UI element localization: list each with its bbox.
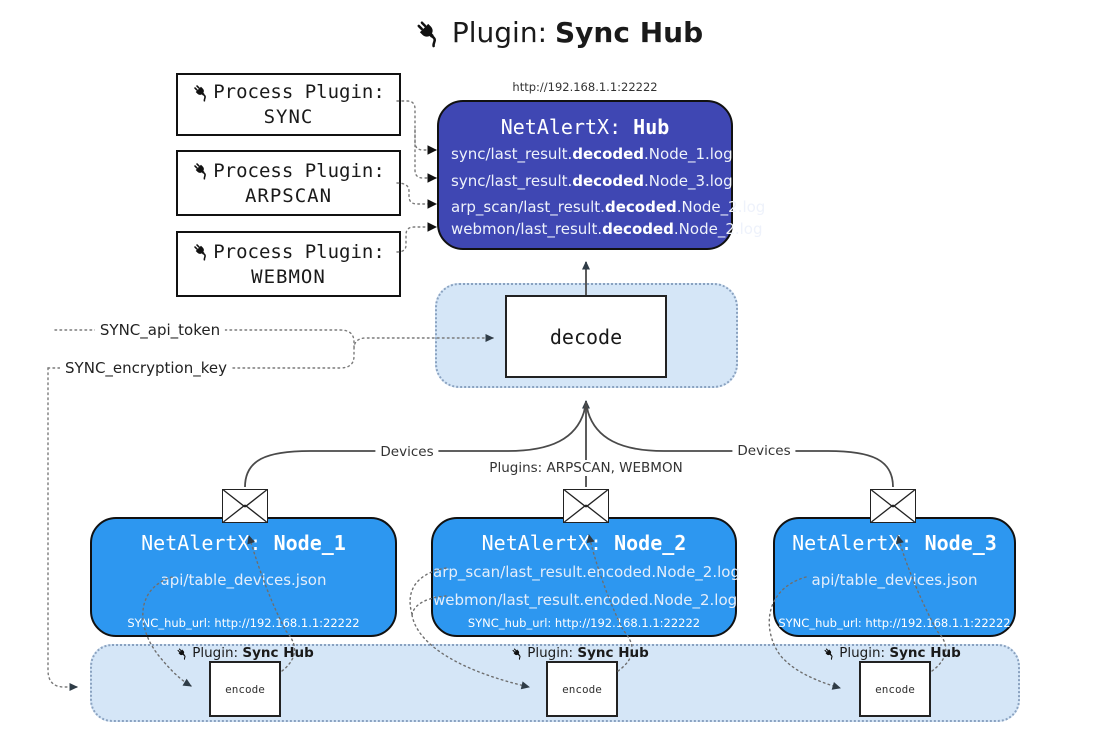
plug-icon <box>823 646 836 660</box>
band-plugin-label: Plugin: Sync Hub <box>500 645 660 661</box>
hub-url: http://192.168.1.1:22222 <box>512 80 658 94</box>
node-title: NetAlertX: Node_1 <box>141 531 346 555</box>
hub-log-line: arp_scan/last_result.decoded.Node_2.log <box>451 198 766 216</box>
node-box-node2: NetAlertX: Node_2 arp_scan/last_result.e… <box>431 517 740 637</box>
band-plugin-label: Plugin: Sync Hub <box>812 645 972 661</box>
node-box-node1: NetAlertX: Node_1 api/table_devices.json… <box>90 517 397 637</box>
process-plugin-name: WEBMON <box>251 265 326 288</box>
node-payload: webmon/last_result.encoded.Node_2.log <box>433 591 738 609</box>
node-payload: arp_scan/last_result.encoded.Node_2.log <box>433 563 740 581</box>
process-plugin-name: ARPSCAN <box>244 184 333 207</box>
encode-box: encode <box>209 661 281 717</box>
node-payload: api/table_devices.json <box>811 571 978 589</box>
sync-api-token-label: SYNC_api_token <box>94 321 226 339</box>
node-hub-url: SYNC_hub_url: http://192.168.1.1:22222 <box>467 616 701 630</box>
envelope-icon <box>870 489 916 523</box>
page-title-bold: Sync Hub <box>555 16 704 49</box>
page-title-prefix: Plugin: <box>451 16 548 49</box>
process-plugin-label: Process Plugin: <box>213 240 385 263</box>
plug-icon <box>176 646 189 660</box>
process-plugin-box-webmon: Process Plugin: WEBMON <box>176 231 401 297</box>
process-plugin-box-arpscan: Process Plugin: ARPSCAN <box>176 150 401 216</box>
band-plugin-label: Plugin: Sync Hub <box>165 645 325 661</box>
page-title: Plugin: Sync Hub <box>0 16 1117 49</box>
node-hub-url: SYNC_hub_url: http://192.168.1.1:22222 <box>127 616 360 630</box>
hub-log-line: sync/last_result.decoded.Node_3.log <box>451 172 733 190</box>
plug-icon <box>511 646 524 660</box>
node-box-node3: NetAlertX: Node_3 api/table_devices.json… <box>773 517 1016 637</box>
plug-icon <box>192 242 211 261</box>
decode-box: decode <box>505 295 667 378</box>
encode-box: encode <box>859 661 931 717</box>
node-title: NetAlertX: Node_3 <box>792 531 997 555</box>
encode-box: encode <box>546 661 618 717</box>
process-plugin-box-sync: Process Plugin: SYNC <box>176 73 401 136</box>
hub-log-line: webmon/last_result.decoded.Node_2.log <box>451 220 763 238</box>
process-plugin-label: Process Plugin: <box>213 81 385 103</box>
node-payload: api/table_devices.json <box>160 571 327 589</box>
hub-title: NetAlertX: Hub <box>500 115 670 139</box>
sync-encryption-key-label: SYNC_encryption_key <box>60 359 232 377</box>
process-plugin-label: Process Plugin: <box>213 159 385 182</box>
plug-icon <box>413 17 444 47</box>
process-plugin-name: SYNC <box>263 106 314 128</box>
envelope-icon <box>563 489 609 523</box>
plugins-arpscan-webmon-label: Plugins: ARPSCAN, WEBMON <box>484 460 688 476</box>
hub-log-line: sync/last_result.decoded.Node_1.log <box>451 145 733 163</box>
envelope-icon <box>222 489 268 523</box>
node-hub-url: SYNC_hub_url: http://192.168.1.1:22222 <box>778 616 1011 630</box>
devices-label-left: Devices <box>375 444 439 460</box>
devices-label-right: Devices <box>732 443 796 459</box>
hub-box: NetAlertX: Hub sync/last_result.decoded.… <box>437 100 765 250</box>
plugin-to-hub-connectors <box>396 100 437 253</box>
node-title: NetAlertX: Node_2 <box>481 531 687 555</box>
plug-icon <box>192 161 211 180</box>
plug-icon <box>192 82 211 102</box>
